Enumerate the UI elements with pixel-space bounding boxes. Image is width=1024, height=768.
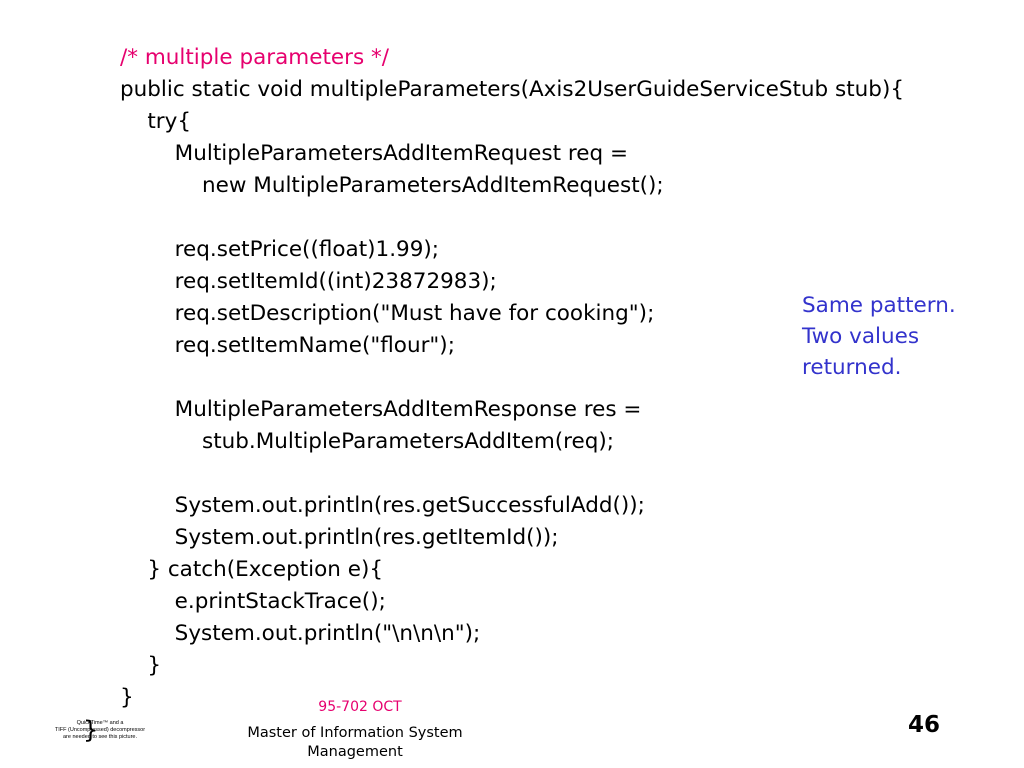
code-comment-line: /* multiple parameters */: [120, 45, 389, 70]
code-line: System.out.println(res.getItemId());: [120, 525, 559, 550]
code-line: } catch(Exception e){: [120, 557, 384, 582]
quicktime-placeholder-text: are needed to see this picture.: [63, 734, 137, 740]
code-line: req.setPrice((float)1.99);: [120, 237, 440, 262]
page-number: 46: [907, 712, 940, 738]
quicktime-placeholder-text: TIFF (Uncompressed) decompressor: [54, 727, 146, 733]
code-line: new MultipleParametersAddItemRequest();: [120, 173, 664, 198]
code-line: System.out.println(res.getSuccessfulAdd(…: [120, 493, 645, 518]
code-line: public static void multipleParameters(Ax…: [120, 77, 905, 102]
side-note-line: returned.: [802, 355, 902, 380]
code-line: MultipleParametersAddItemResponse res =: [120, 397, 642, 422]
course-code: 95-702 OCT: [318, 699, 402, 715]
code-line: req.setItemId((int)23872983);: [120, 269, 497, 294]
side-note-line: Two values: [802, 324, 920, 349]
code-line: e.printStackTrace();: [120, 589, 386, 614]
code-line: try{: [120, 109, 192, 134]
side-note-line: Same pattern.: [802, 293, 956, 318]
code-line: stub.MultipleParametersAddItem(req);: [120, 429, 615, 454]
program-name: Master of Information System Management: [210, 724, 500, 762]
code-line: }: [120, 653, 162, 678]
program-name-line: Management: [307, 744, 403, 760]
code-line: req.setItemName("flour");: [120, 333, 455, 358]
brace-glyph: }: [83, 716, 99, 744]
code-line: req.setDescription("Must have for cookin…: [120, 301, 655, 326]
program-name-line: Master of Information System: [247, 725, 463, 741]
side-note: Same pattern. Two values returned.: [802, 290, 1012, 383]
code-line: System.out.println("\n\n\n");: [120, 621, 481, 646]
code-line: }: [120, 685, 134, 710]
quicktime-placeholder-text: QuickTime™ and a: [76, 720, 124, 726]
quicktime-placeholder-image: QuickTime™ and a TIFF (Uncompressed) dec…: [40, 716, 160, 746]
code-line: MultipleParametersAddItemRequest req =: [120, 141, 628, 166]
